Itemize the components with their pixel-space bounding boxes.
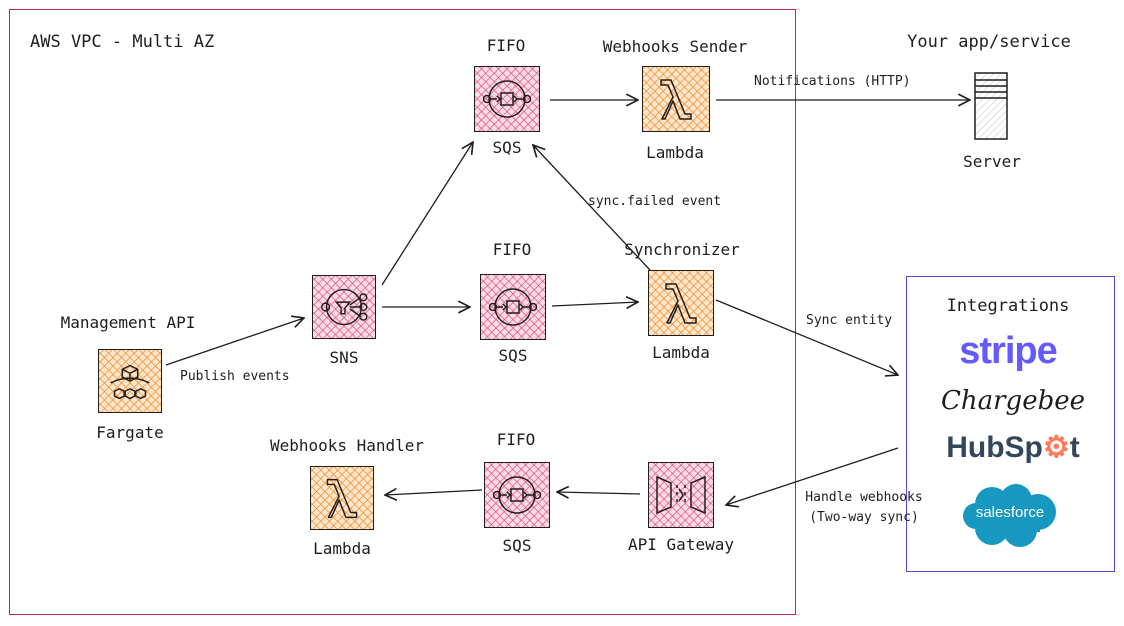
fargate-node[interactable]	[98, 349, 162, 413]
integrations-box	[906, 276, 1115, 572]
edge-label-sync-entity: Sync entity	[806, 313, 893, 328]
sqs-icon	[488, 288, 538, 326]
salesforce-logo-text: salesforce	[975, 504, 1045, 521]
webhooks-sender-node[interactable]	[642, 66, 710, 132]
sqs-icon	[482, 80, 532, 118]
synchronizer-node[interactable]	[648, 270, 714, 336]
salesforce-logo: salesforce	[962, 482, 1058, 550]
edge-queue-bottom-to-handler	[385, 490, 483, 495]
webhooks-handler-title: Webhooks Handler	[269, 436, 425, 455]
edge-label-two-way-sync: (Two-way sync)	[809, 510, 919, 525]
edge-label-handle-webhooks: Handle webhooks	[805, 490, 923, 505]
salesforce-cloud-icon	[963, 484, 1056, 547]
queue-mid-label: SQS	[498, 346, 528, 365]
queue-bottom-label: SQS	[502, 536, 532, 555]
queue-bottom-title: FIFO	[496, 430, 536, 449]
sns-label: SNS	[329, 348, 359, 367]
edge-label-publish-events: Publish events	[180, 369, 290, 384]
webhooks-sender-label: Lambda	[646, 143, 704, 162]
edge-label-sync-failed: sync.failed event	[588, 194, 722, 209]
edge-api-gateway-to-queue-bottom	[557, 492, 641, 494]
chargebee-logo: Chargebee	[940, 386, 1086, 416]
stripe-logo: stripe	[959, 330, 1057, 372]
queue-top-label: SQS	[492, 138, 522, 157]
edge-sns-to-queue-top	[381, 142, 473, 286]
queue-mid-title: FIFO	[492, 240, 532, 259]
sns-icon	[320, 288, 368, 326]
sqs-icon	[492, 476, 542, 514]
queue-mid-node[interactable]	[480, 274, 546, 340]
hubspot-logo-text-end: t	[1069, 431, 1080, 464]
webhooks-handler-node[interactable]	[310, 466, 374, 530]
server-label: Server	[963, 152, 1021, 171]
fargate-icon	[110, 364, 150, 400]
server-node[interactable]	[974, 72, 1008, 140]
lambda-icon	[660, 79, 692, 120]
api-gateway-icon	[656, 475, 706, 515]
hubspot-logo: HubSp⚙t	[946, 430, 1080, 465]
hubspot-logo-text: HubSp	[946, 431, 1043, 464]
edge-integrations-to-api-gateway	[726, 447, 899, 505]
edge-synchronizer-to-integrations	[715, 299, 898, 375]
api-gateway-label: API Gateway	[628, 535, 734, 554]
fargate-label: Fargate	[96, 423, 164, 442]
synchronizer-label: Lambda	[652, 343, 710, 362]
edge-synchronizer-to-queue-top	[533, 145, 651, 271]
queue-bottom-node[interactable]	[484, 462, 550, 528]
lambda-icon	[665, 283, 697, 324]
vpc-title: AWS VPC - Multi AZ	[30, 32, 215, 52]
sns-node[interactable]	[312, 275, 376, 339]
edge-fargate-to-sns	[165, 318, 304, 366]
webhooks-sender-title: Webhooks Sender	[602, 37, 748, 56]
integrations-title: Integrations	[946, 296, 1070, 316]
server-icon	[974, 72, 1008, 140]
synchronizer-title: Synchronizer	[624, 240, 740, 259]
your-app-title: Your app/service	[907, 32, 1071, 52]
lambda-icon	[326, 478, 358, 519]
hubspot-sprocket-icon: ⚙	[1042, 431, 1070, 464]
webhooks-handler-label: Lambda	[313, 539, 371, 558]
queue-top-title: FIFO	[486, 36, 526, 55]
edge-queue-mid-to-synchronizer	[551, 302, 638, 306]
vpc-boundary	[9, 9, 796, 615]
api-gateway-node[interactable]	[648, 462, 714, 528]
management-api-title: Management API	[60, 313, 196, 332]
queue-top-node[interactable]	[474, 66, 540, 132]
edge-label-notifications: Notifications (HTTP)	[754, 74, 911, 89]
